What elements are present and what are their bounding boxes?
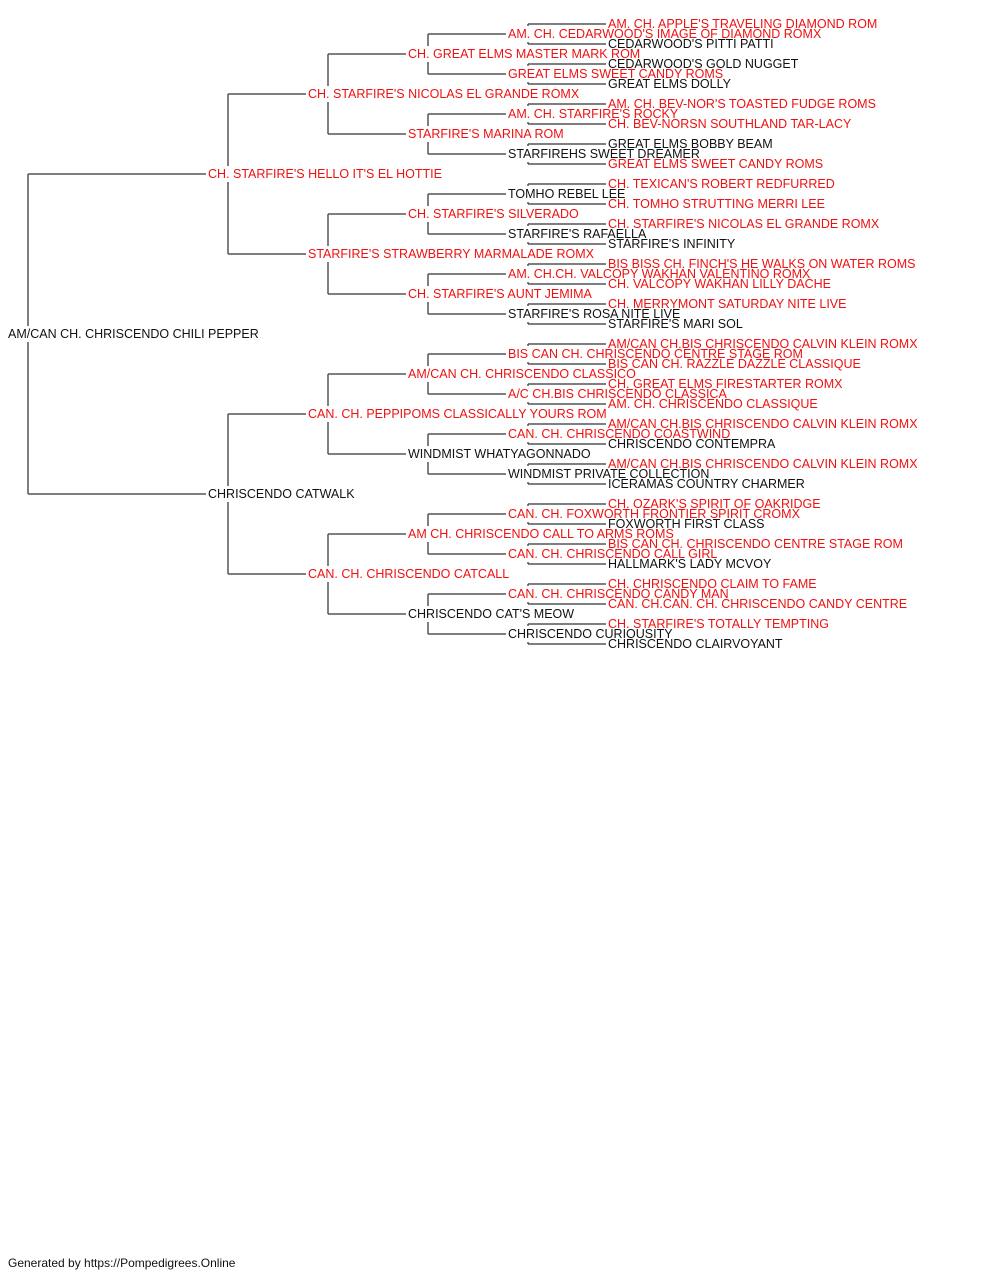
pedigree-name-gen5-29: CAN. CH.CAN. CH. CHRISCENDO CANDY CENTRE — [608, 597, 907, 611]
pedigree-name-gen5-8: CH. TEXICAN'S ROBERT REDFURRED — [608, 177, 835, 191]
pedigree-name-gen4-3: STARFIREHS SWEET DREAMER — [508, 147, 700, 161]
pedigree-name-gen5-6: GREAT ELMS BOBBY BEAM — [608, 137, 773, 151]
pedigree-name-gen4-13: CAN. CH. CHRISCENDO CALL GIRL — [508, 547, 717, 561]
pedigree-name-gen5-4: AM. CH. BEV-NOR'S TOASTED FUDGE ROMS — [608, 97, 876, 111]
pedigree-name-gen5-19: AM. CH. CHRISCENDO CLASSIQUE — [608, 397, 818, 411]
pedigree-name-gen4-15: CHRISCENDO CURIOUSITY — [508, 627, 673, 641]
pedigree-name-gen0-0: AM/CAN CH. CHRISCENDO CHILI PEPPER — [8, 327, 259, 341]
pedigree-name-gen4-6: AM. CH.CH. VALCOPY WAKHAN VALENTINO ROMX — [508, 267, 811, 281]
pedigree-tree: AM/CAN CH. CHRISCENDO CHILI PEPPER CH. ST… — [8, 17, 918, 651]
pedigree-name-gen3-1: STARFIRE'S MARINA ROM — [408, 127, 564, 141]
pedigree-name-gen5-15: STARFIRE'S MARI SOL — [608, 317, 743, 331]
pedigree-name-gen3-6: AM CH. CHRISCENDO CALL TO ARMS ROMS — [408, 527, 674, 541]
pedigree-name-gen5-12: BIS BISS CH. FINCH'S HE WALKS ON WATER R… — [608, 257, 916, 271]
footer-credit: Generated by https://Pompedigrees.Online — [8, 1256, 236, 1270]
pedigree-name-gen5-3: GREAT ELMS DOLLY — [608, 77, 732, 91]
pedigree-name-gen5-23: ICERAMAS COUNTRY CHARMER — [608, 477, 805, 491]
pedigree-name-gen5-10: CH. STARFIRE'S NICOLAS EL GRANDE ROMX — [608, 217, 880, 231]
pedigree-name-gen2-3: CAN. CH. CHRISCENDO CATCALL — [308, 567, 509, 581]
pedigree-name-gen4-12: CAN. CH. FOXWORTH FRONTIER SPIRIT CROMX — [508, 507, 801, 521]
pedigree-name-gen3-2: CH. STARFIRE'S SILVERADO — [408, 207, 579, 221]
pedigree-name-gen4-7: STARFIRE'S ROSA NITE LIVE — [508, 307, 680, 321]
pedigree-name-gen3-3: CH. STARFIRE'S AUNT JEMIMA — [408, 287, 593, 301]
pedigree-name-gen4-0: AM. CH. CEDARWOOD'S IMAGE OF DIAMOND ROM… — [508, 27, 822, 41]
pedigree-name-gen1-0: CH. STARFIRE'S HELLO IT'S EL HOTTIE — [208, 167, 442, 181]
pedigree-name-gen4-10: CAN. CH. CHRISCENDO COASTWIND — [508, 427, 730, 441]
pedigree-name-gen5-0: AM. CH. APPLE'S TRAVELING DIAMOND ROM — [608, 17, 877, 31]
pedigree-name-gen5-30: CH. STARFIRE'S TOTALLY TEMPTING — [608, 617, 829, 631]
pedigree-name-gen4-4: TOMHO REBEL LEE — [508, 187, 625, 201]
pedigree-name-gen5-5: CH. BEV-NORSN SOUTHLAND TAR-LACY — [608, 117, 852, 131]
pedigree-name-gen2-1: STARFIRE'S STRAWBERRY MARMALADE ROMX — [308, 247, 595, 261]
pedigree-name-gen5-26: BIS CAN CH. CHRISCENDO CENTRE STAGE ROM — [608, 537, 903, 551]
pedigree-name-gen4-1: GREAT ELMS SWEET CANDY ROMS — [508, 67, 723, 81]
pedigree-name-gen5-25: FOXWORTH FIRST CLASS — [608, 517, 765, 531]
pedigree-name-gen5-31: CHRISCENDO CLAIRVOYANT — [608, 637, 783, 651]
pedigree-name-gen2-0: CH. STARFIRE'S NICOLAS EL GRANDE ROMX — [308, 87, 580, 101]
pedigree-name-gen3-5: WINDMIST WHATYAGONNADO — [408, 447, 591, 461]
pedigree-name-gen4-8: BIS CAN CH. CHRISCENDO CENTRE STAGE ROM — [508, 347, 803, 361]
pedigree-name-gen3-7: CHRISCENDO CAT'S MEOW — [408, 607, 574, 621]
pedigree-name-gen5-28: CH. CHRISCENDO CLAIM TO FAME — [608, 577, 817, 591]
pedigree-name-gen5-18: CH. GREAT ELMS FIRESTARTER ROMX — [608, 377, 843, 391]
pedigree-name-gen5-24: CH. OZARK'S SPIRIT OF OAKRIDGE — [608, 497, 821, 511]
pedigree-name-gen5-17: BIS CAN CH. RAZZLE DAZZLE CLASSIQUE — [608, 357, 861, 371]
pedigree-name-gen5-2: CEDARWOOD'S GOLD NUGGET — [608, 57, 799, 71]
pedigree-name-gen5-20: AM/CAN CH.BIS CHRISCENDO CALVIN KLEIN RO… — [608, 417, 918, 431]
pedigree-name-gen4-11: WINDMIST PRIVATE COLLECTION — [508, 467, 709, 481]
pedigree-name-gen5-14: CH. MERRYMONT SATURDAY NITE LIVE — [608, 297, 846, 311]
pedigree-name-gen4-9: A/C CH.BIS CHRISCENDO CLASSICA — [508, 387, 727, 401]
pedigree-name-gen5-27: HALLMARK'S LADY MCVOY — [608, 557, 772, 571]
pedigree-name-gen5-22: AM/CAN CH.BIS CHRISCENDO CALVIN KLEIN RO… — [608, 457, 918, 471]
pedigree-name-gen5-21: CHRISCENDO CONTEMPRA — [608, 437, 776, 451]
pedigree-name-gen4-5: STARFIRE'S RAFAELLA — [508, 227, 647, 241]
pedigree-name-gen5-1: CEDARWOOD'S PITTI PATTI — [608, 37, 774, 51]
pedigree-name-gen3-0: CH. GREAT ELMS MASTER MARK ROM — [408, 47, 640, 61]
pedigree-name-gen1-1: CHRISCENDO CATWALK — [208, 487, 355, 501]
pedigree-name-gen5-7: GREAT ELMS SWEET CANDY ROMS — [608, 157, 823, 171]
pedigree-name-gen5-11: STARFIRE'S INFINITY — [608, 237, 736, 251]
pedigree-name-gen2-2: CAN. CH. PEPPIPOMS CLASSICALLY YOURS ROM — [308, 407, 607, 421]
pedigree-name-gen3-4: AM/CAN CH. CHRISCENDO CLASSICO — [408, 367, 636, 381]
pedigree-name-gen5-16: AM/CAN CH.BIS CHRISCENDO CALVIN KLEIN RO… — [608, 337, 918, 351]
pedigree-name-gen4-14: CAN. CH. CHRISCENDO CANDY MAN — [508, 587, 729, 601]
pedigree-name-gen5-13: CH. VALCOPY WAKHAN LILLY DACHE — [608, 277, 831, 291]
pedigree-name-gen4-2: AM. CH. STARFIRE'S ROCKY — [508, 107, 679, 121]
pedigree-name-gen5-9: CH. TOMHO STRUTTING MERRI LEE — [608, 197, 825, 211]
